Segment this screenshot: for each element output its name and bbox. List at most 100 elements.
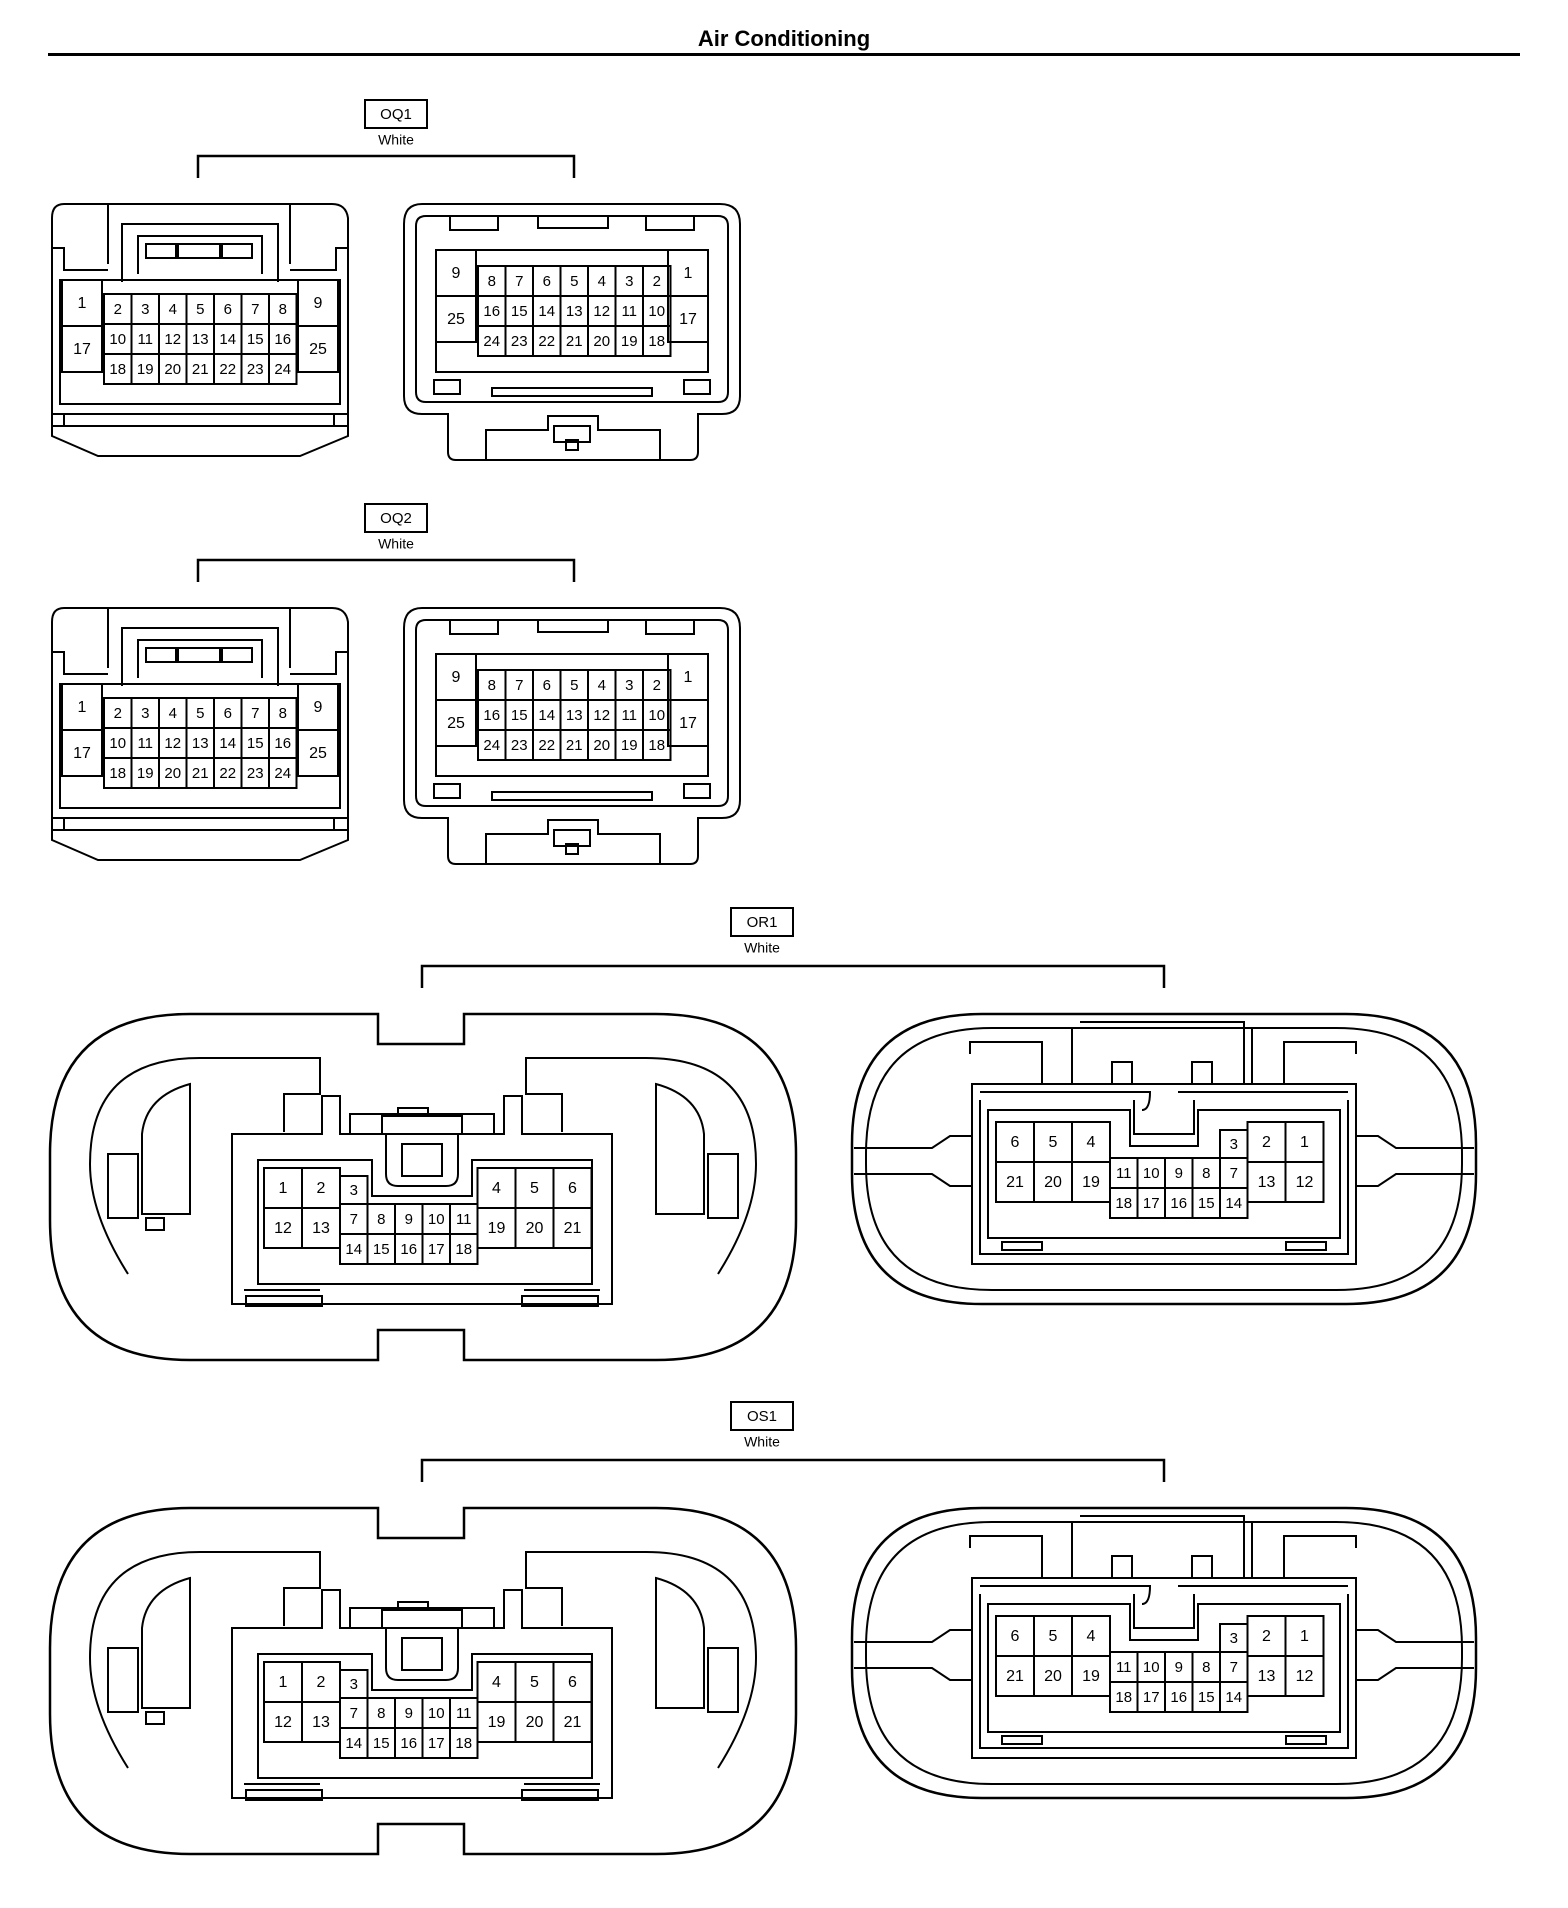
pin-cell: 14 xyxy=(339,1727,369,1759)
pin-cell: 17 xyxy=(1136,1187,1166,1219)
pin-cell: 20 xyxy=(514,1701,555,1743)
pin-number: 24 xyxy=(274,361,291,378)
housing-outline xyxy=(403,607,741,865)
center-body xyxy=(971,1577,1357,1759)
latch-inner xyxy=(137,639,263,678)
pin-cell: 19 xyxy=(476,1207,517,1249)
pin-cell: 16 xyxy=(268,727,298,759)
pin-number: 5 xyxy=(530,1674,539,1691)
pin-cell: 12 xyxy=(587,699,617,731)
pin-number: 12 xyxy=(274,1220,292,1237)
pin-box xyxy=(667,699,709,747)
pin-cell: 11 xyxy=(130,727,160,759)
bottom-rail xyxy=(521,1295,599,1307)
side-tab xyxy=(145,1217,165,1231)
pin-cell: 7 xyxy=(240,293,270,325)
pin-cell: 18 xyxy=(103,353,133,385)
inner-arc xyxy=(525,1057,758,1275)
pin-number: 10 xyxy=(1143,1659,1160,1676)
pin-cell: 7 xyxy=(1219,1651,1249,1683)
pin-number: 12 xyxy=(1296,1668,1314,1685)
pin-number: 15 xyxy=(373,1241,390,1258)
connector-code-box xyxy=(364,99,428,129)
pin-number: 13 xyxy=(312,1220,330,1237)
pin-number: 8 xyxy=(279,301,287,318)
top-lock xyxy=(349,1607,495,1629)
top-lock xyxy=(401,1637,443,1671)
pin-number: 8 xyxy=(377,1211,385,1228)
pin-cell: 10 xyxy=(642,295,672,327)
pin-cell: 21 xyxy=(995,1161,1035,1203)
bottom-rail xyxy=(491,791,653,801)
pin-cell: 4 xyxy=(476,1167,517,1209)
pin-cell: 15 xyxy=(366,1727,396,1759)
side-latch xyxy=(141,1082,191,1215)
pin-cell: 9 xyxy=(394,1203,424,1235)
pin-cell: 7 xyxy=(504,265,534,297)
pin-cell: 8 xyxy=(366,1203,396,1235)
side-latch xyxy=(655,1576,705,1709)
pin-number: 14 xyxy=(219,735,236,752)
pin-number: 20 xyxy=(1044,1668,1062,1685)
pin-cell: 18 xyxy=(1109,1681,1139,1713)
pin-cell: 25 xyxy=(435,295,477,343)
top-lock xyxy=(1111,1555,1213,1578)
center-body xyxy=(980,1585,1348,1605)
pin-cell: 16 xyxy=(394,1233,424,1265)
pin-number: 11 xyxy=(621,707,637,724)
pin-cell: 6 xyxy=(213,293,243,325)
pin-number: 13 xyxy=(1258,1668,1276,1685)
page-title: Air Conditioning xyxy=(697,26,871,51)
bottom-rail xyxy=(1285,1241,1327,1251)
pin-cell: 5 xyxy=(514,1167,555,1209)
pin-number: 1 xyxy=(78,699,87,716)
connector-code-box xyxy=(730,907,794,937)
lock-tab xyxy=(553,829,591,847)
slide-rail xyxy=(854,1135,972,1187)
pin-cell: 6 xyxy=(552,1167,593,1209)
pin-number: 11 xyxy=(456,1211,472,1228)
pin-number: 16 xyxy=(274,331,291,348)
top-notch xyxy=(645,216,695,231)
pin-number: 20 xyxy=(526,1220,544,1237)
pin-cell: 10 xyxy=(103,727,133,759)
pin-cell: 10 xyxy=(103,323,133,355)
bottom-rail xyxy=(521,1789,599,1801)
housing-outline xyxy=(403,203,741,461)
pin-cell: 18 xyxy=(1109,1187,1139,1219)
pin-number: 20 xyxy=(164,361,181,378)
pin-cell: 23 xyxy=(504,325,534,357)
pin-cell: 2 xyxy=(103,293,133,325)
pin-number: 14 xyxy=(538,707,555,724)
pin-cell: 23 xyxy=(240,353,270,385)
pin-number: 12 xyxy=(274,1714,292,1731)
pin-cell: 5 xyxy=(185,293,215,325)
pin-number: 6 xyxy=(543,677,551,694)
lock-tab xyxy=(177,243,221,259)
pin-number: 19 xyxy=(1082,1174,1100,1191)
pin-number: 25 xyxy=(309,745,327,762)
pin-cell: 21 xyxy=(995,1655,1035,1697)
pin-number: 8 xyxy=(488,677,496,694)
housing-outline xyxy=(51,607,349,861)
pin-number: 21 xyxy=(1006,1668,1024,1685)
pin-number: 25 xyxy=(447,311,465,328)
top-lock xyxy=(385,1134,459,1187)
pin-cell: 20 xyxy=(1033,1161,1073,1203)
lock-latch xyxy=(485,819,661,864)
pin-cell: 9 xyxy=(394,1697,424,1729)
foot xyxy=(683,783,711,799)
top-lock xyxy=(1111,1061,1213,1084)
pin-cell: 7 xyxy=(504,669,534,701)
pin-number: 5 xyxy=(1049,1628,1058,1645)
foot xyxy=(433,783,461,799)
pin-cell: 12 xyxy=(1284,1655,1325,1697)
inner-arc xyxy=(525,1551,758,1769)
pin-number: 7 xyxy=(515,677,523,694)
pin-cell: 10 xyxy=(1136,1157,1166,1189)
pin-cell: 2 xyxy=(301,1167,341,1209)
